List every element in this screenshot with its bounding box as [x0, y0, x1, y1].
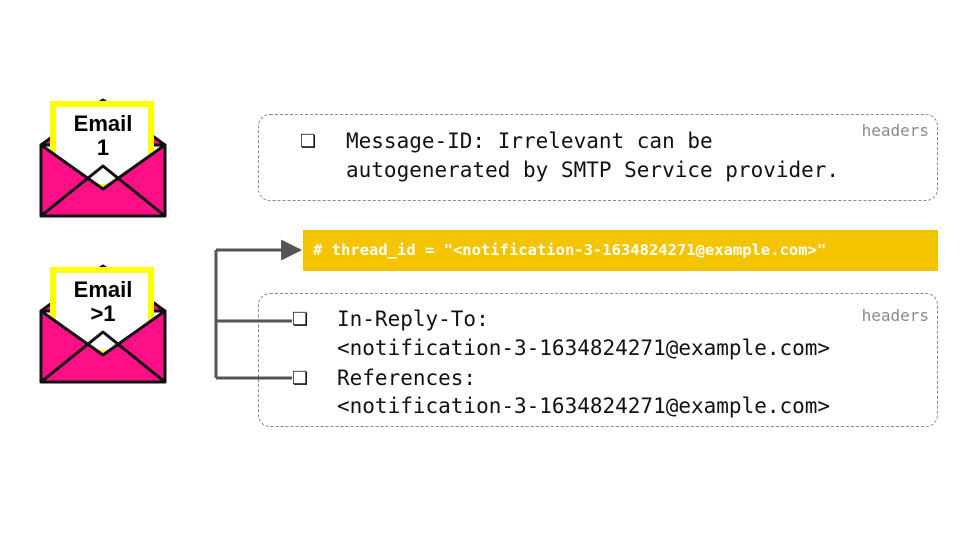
email-2-envelope: Email >1 — [38, 258, 168, 388]
checkbox-bullet-icon: ❏ — [292, 309, 309, 330]
email-2-label-line2: >1 — [90, 301, 116, 326]
checkbox-bullet-icon: ❏ — [300, 131, 317, 152]
email-2-label-line1: Email — [73, 277, 133, 302]
email-1-label-line2: 1 — [96, 135, 110, 160]
headers-tag: headers — [861, 121, 929, 140]
first-email-headers-box: headers — [258, 114, 938, 201]
in-reply-to-value: <notification-3-1634824271@example.com> — [337, 336, 831, 360]
email-1-label-line1: Email — [73, 111, 133, 136]
envelope-icon — [39, 264, 167, 384]
in-reply-to-label: In-Reply-To: — [337, 307, 489, 331]
headers-tag: headers — [861, 306, 929, 325]
email-1-envelope: Email 1 — [38, 92, 168, 222]
envelope-icon — [39, 98, 167, 218]
reply-email-headers-box: headers — [258, 293, 938, 427]
thread-id-bar: # thread_id = "<notification-3-163482427… — [303, 230, 938, 271]
references-label: References: — [337, 366, 477, 390]
references-value: <notification-3-1634824271@example.com> — [337, 394, 831, 418]
checkbox-bullet-icon: ❏ — [292, 368, 309, 389]
message-id-line-2: autogenerated by SMTP Service provider. — [346, 158, 840, 182]
message-id-line-1: Message-ID: Irrelevant can be — [346, 129, 713, 153]
